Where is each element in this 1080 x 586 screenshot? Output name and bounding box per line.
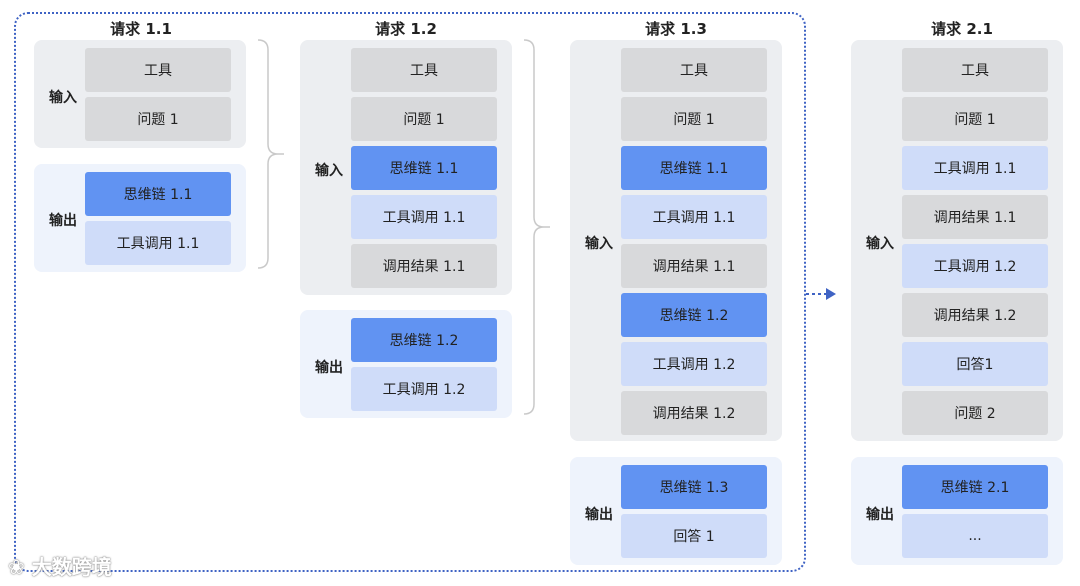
output-label: 输出	[315, 360, 343, 376]
output-item: 思维链 1.2	[351, 318, 497, 362]
input-item: 工具	[902, 48, 1048, 92]
input-item: 思维链 1.1	[351, 146, 497, 190]
input-item: 问题 1	[85, 97, 231, 141]
column-title: 请求 1.1	[110, 20, 172, 38]
input-item: 工具调用 1.2	[621, 342, 767, 386]
input-item: 工具调用 1.1	[351, 195, 497, 239]
output-item: 思维链 1.3	[621, 465, 767, 509]
input-item: 思维链 1.2	[621, 293, 767, 337]
input-item: 调用结果 1.1	[351, 244, 497, 288]
request-1-frame	[14, 12, 806, 572]
output-label: 输出	[49, 213, 77, 229]
input-item: 工具调用 1.1	[621, 195, 767, 239]
input-label: 输入	[585, 236, 613, 252]
output-item: 回答 1	[621, 514, 767, 558]
column-title: 请求 2.1	[931, 20, 993, 38]
input-label: 输入	[866, 236, 894, 252]
input-item: 回答1	[902, 342, 1048, 386]
input-item: 工具	[621, 48, 767, 92]
input-item: 问题 1	[351, 97, 497, 141]
output-item: 工具调用 1.1	[85, 221, 231, 265]
output-item: ...	[902, 514, 1048, 558]
input-label: 输入	[49, 90, 77, 106]
bracket-arrow	[523, 39, 550, 415]
watermark: ❀ 大数跨境	[8, 551, 112, 580]
arrow-icon	[806, 288, 836, 300]
column-title: 请求 1.2	[375, 20, 437, 38]
input-item: 思维链 1.1	[621, 146, 767, 190]
input-item: 调用结果 1.1	[902, 195, 1048, 239]
watermark-text: 大数跨境	[31, 555, 112, 579]
input-item: 工具调用 1.2	[902, 244, 1048, 288]
output-label: 输出	[585, 507, 613, 523]
watermark-logo-icon: ❀	[8, 555, 25, 579]
column-title: 请求 1.3	[645, 20, 707, 38]
input-item: 工具调用 1.1	[902, 146, 1048, 190]
input-item: 工具	[85, 48, 231, 92]
input-item: 调用结果 1.1	[621, 244, 767, 288]
output-item: 工具调用 1.2	[351, 367, 497, 411]
input-item: 问题 1	[902, 97, 1048, 141]
input-item: 工具	[351, 48, 497, 92]
input-item: 问题 1	[621, 97, 767, 141]
output-item: 思维链 1.1	[85, 172, 231, 216]
output-item: 思维链 2.1	[902, 465, 1048, 509]
bracket-arrow	[257, 39, 284, 269]
input-label: 输入	[315, 163, 343, 179]
input-item: 调用结果 1.2	[621, 391, 767, 435]
output-label: 输出	[866, 507, 894, 523]
input-item: 调用结果 1.2	[902, 293, 1048, 337]
input-item: 问题 2	[902, 391, 1048, 435]
